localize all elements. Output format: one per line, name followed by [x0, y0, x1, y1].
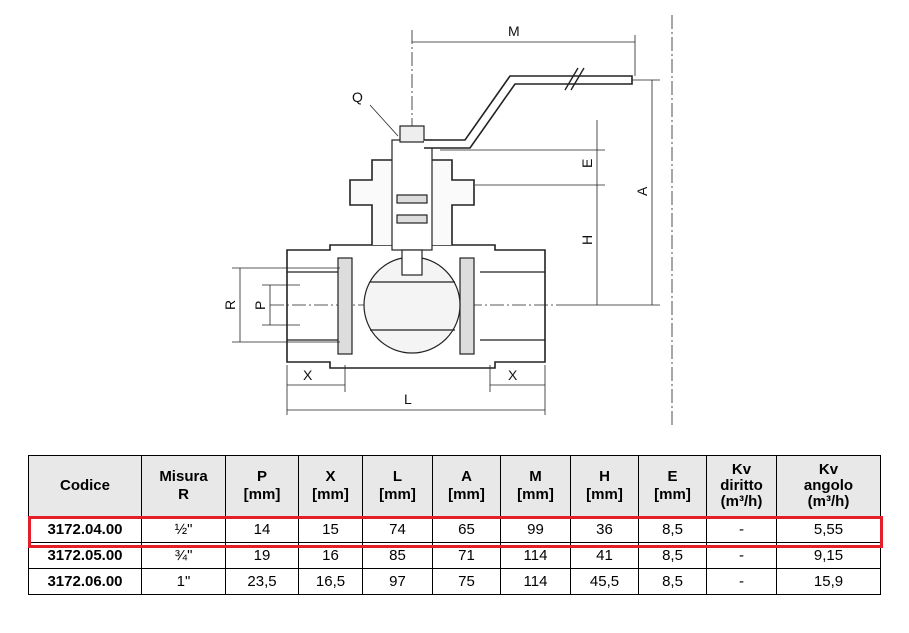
- dim-label-m: M: [508, 23, 520, 39]
- dim-label-l: L: [404, 391, 412, 407]
- table-cell: 99: [500, 516, 571, 543]
- dim-label-e: E: [579, 159, 595, 168]
- header-a: A[mm]: [432, 455, 501, 517]
- table-cell: 9,15: [776, 542, 881, 569]
- table-cell: 75: [432, 568, 501, 595]
- table-cell: 8,5: [638, 542, 707, 569]
- table-cell: 71: [432, 542, 501, 569]
- table-cell: 114: [500, 542, 571, 569]
- table-cell: 8,5: [638, 516, 707, 543]
- header-l: L[mm]: [362, 455, 433, 517]
- dim-label-a: A: [634, 186, 650, 196]
- table-cell: 97: [362, 568, 433, 595]
- table-cell: -: [706, 568, 777, 595]
- dim-label-r: R: [222, 300, 238, 310]
- header-e: E[mm]: [638, 455, 707, 517]
- header-codice: Codice: [28, 455, 142, 517]
- table-cell: -: [706, 516, 777, 543]
- table-cell: 1": [141, 568, 226, 595]
- table-cell: 19: [225, 542, 299, 569]
- table-cell: 16: [298, 542, 363, 569]
- table-cell: 15: [298, 516, 363, 543]
- header-p: P[mm]: [225, 455, 299, 517]
- table-cell: 45,5: [570, 568, 639, 595]
- table-cell: 23,5: [225, 568, 299, 595]
- header-m: M[mm]: [500, 455, 571, 517]
- table-cell: 16,5: [298, 568, 363, 595]
- dim-label-x-left: X: [303, 367, 313, 383]
- table-cell: 14: [225, 516, 299, 543]
- cell-code: 3172.05.00: [28, 542, 142, 569]
- table-cell: 74: [362, 516, 433, 543]
- table-cell: 8,5: [638, 568, 707, 595]
- table-cell: 85: [362, 542, 433, 569]
- dim-label-h: H: [579, 235, 595, 245]
- table-cell: 5,55: [776, 516, 881, 543]
- dim-label-x-right: X: [508, 367, 518, 383]
- table-cell: 15,9: [776, 568, 881, 595]
- table-cell: 65: [432, 516, 501, 543]
- table-cell: ½": [141, 516, 226, 543]
- header-x: X[mm]: [298, 455, 363, 517]
- dim-label-p: P: [252, 301, 268, 310]
- table-cell: 114: [500, 568, 571, 595]
- cell-code: 3172.06.00: [28, 568, 142, 595]
- valve-technical-drawing: M Q E H A R P X X L: [222, 15, 673, 428]
- cell-code: 3172.04.00: [28, 516, 142, 543]
- table-cell: ¾": [141, 542, 226, 569]
- table-cell: 36: [570, 516, 639, 543]
- dim-label-q: Q: [352, 89, 363, 105]
- table-cell: -: [706, 542, 777, 569]
- table-cell: 41: [570, 542, 639, 569]
- header-h: H[mm]: [570, 455, 639, 517]
